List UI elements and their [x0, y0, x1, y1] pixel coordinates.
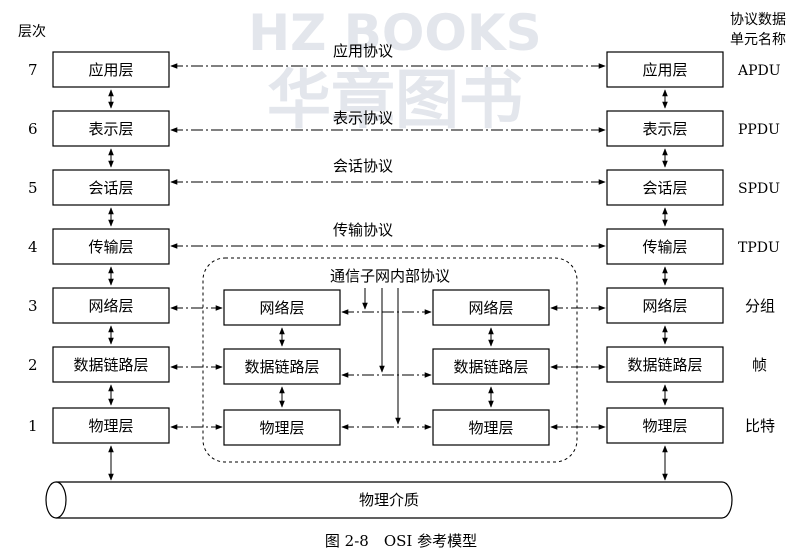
node-a-datalink-layer-box: [223, 348, 341, 385]
right-host-stack: 应用层 表示层 会话层 传输层 网络层 数据链路层 物理层: [606, 51, 724, 444]
right-network-layer-box: [606, 287, 724, 324]
subnet-node-a: 网络层 数据链路层 物理层: [223, 289, 341, 446]
left-physical-layer-box: [52, 407, 170, 444]
node-b-datalink-layer-box: [432, 348, 550, 385]
pdu-header-line1: 协议数据: [730, 12, 786, 28]
right-presentation-layer-label: 表示层: [642, 120, 687, 138]
layer-header: 层次: [18, 24, 46, 40]
node-a-network-layer-box: [223, 289, 341, 326]
node-a-physical-layer-box: [223, 409, 341, 446]
right-transport-layer-label: 传输层: [642, 238, 687, 256]
left-transport-layer-box: [52, 228, 170, 265]
right-physical-layer-label: 物理层: [642, 417, 687, 435]
physical-medium: 物理介质: [45, 481, 733, 519]
left-host-stack: 应用层 表示层 会话层 传输层 网络层 数据链路层 物理层: [52, 51, 170, 444]
left-network-layer-label: 网络层: [88, 297, 133, 315]
layer-number-1: 1: [28, 417, 38, 435]
pdu-datalink: 帧: [752, 356, 767, 374]
left-application-layer-label: 应用层: [88, 61, 133, 79]
left-presentation-layer-box: [52, 110, 170, 147]
left-physical-layer-label: 物理层: [88, 417, 133, 435]
right-application-layer-box: [606, 51, 724, 88]
node-a-datalink-layer-label: 数据链路层: [244, 358, 319, 376]
node-b-physical-layer-box: [432, 409, 550, 446]
left-session-layer-box: [52, 169, 170, 206]
left-datalink-layer-label: 数据链路层: [73, 356, 148, 374]
node-b-network-layer-label: 网络层: [468, 299, 513, 317]
pdu-network: 分组: [745, 297, 775, 315]
left-transport-layer-label: 传输层: [88, 238, 133, 256]
layer-number-2: 2: [28, 356, 38, 374]
layer-number-6: 6: [28, 120, 38, 138]
pdu-physical: 比特: [745, 417, 775, 435]
watermark-latin: HZ BOOKS: [248, 4, 541, 62]
left-presentation-layer-label: 表示层: [88, 120, 133, 138]
layer-number-5: 5: [28, 179, 38, 197]
right-session-layer-box: [606, 169, 724, 206]
layer-number-3: 3: [28, 297, 38, 315]
figure-caption: 图 2-8 OSI 参考模型: [325, 532, 477, 550]
layer-numbers: 7 6 5 4 3 2 1: [28, 61, 38, 435]
right-session-layer-label: 会话层: [642, 179, 687, 197]
right-application-layer-label: 应用层: [642, 61, 687, 79]
pdu-names: APDU PPDU SPDU TPDU 分组 帧 比特: [737, 63, 781, 435]
watermark-cjk: 华章图书: [267, 64, 523, 138]
node-b-network-layer-box: [432, 289, 550, 326]
medium-cylinder-body: [56, 481, 733, 519]
layer-number-4: 4: [28, 238, 38, 256]
node-a-network-layer-label: 网络层: [259, 299, 304, 317]
pdu-application: APDU: [737, 63, 781, 79]
layer-number-7: 7: [28, 61, 38, 79]
left-datalink-layer-box: [52, 346, 170, 383]
right-transport-layer-box: [606, 228, 724, 265]
right-datalink-layer-box: [606, 346, 724, 383]
pdu-transport: TPDU: [738, 240, 780, 256]
pdu-presentation: PPDU: [738, 122, 780, 138]
node-b-physical-layer-label: 物理层: [468, 419, 513, 437]
protocol-label-transport: 传输协议: [333, 221, 393, 239]
vertical-arrows: [108, 89, 668, 481]
pdu-session: SPDU: [738, 181, 780, 197]
subnet-node-b: 网络层 数据链路层 物理层: [432, 289, 550, 446]
protocol-label-session: 会话协议: [333, 157, 393, 175]
protocol-label-application: 应用协议: [333, 42, 393, 60]
node-b-datalink-layer-label: 数据链路层: [453, 358, 528, 376]
protocol-label-presentation: 表示协议: [333, 109, 393, 127]
left-session-layer-label: 会话层: [88, 179, 133, 197]
right-presentation-layer-box: [606, 110, 724, 147]
left-application-layer-box: [52, 51, 170, 88]
right-datalink-layer-label: 数据链路层: [627, 356, 702, 374]
right-physical-layer-box: [606, 407, 724, 444]
pdu-header-line2: 单元名称: [730, 32, 786, 48]
subnet-boundary: [202, 257, 578, 463]
medium-label: 物理介质: [359, 491, 419, 509]
right-network-layer-label: 网络层: [642, 297, 687, 315]
subnet-title: 通信子网内部协议: [330, 267, 450, 285]
left-network-layer-box: [52, 287, 170, 324]
medium-cylinder-end: [45, 481, 67, 519]
node-a-physical-layer-label: 物理层: [259, 419, 304, 437]
